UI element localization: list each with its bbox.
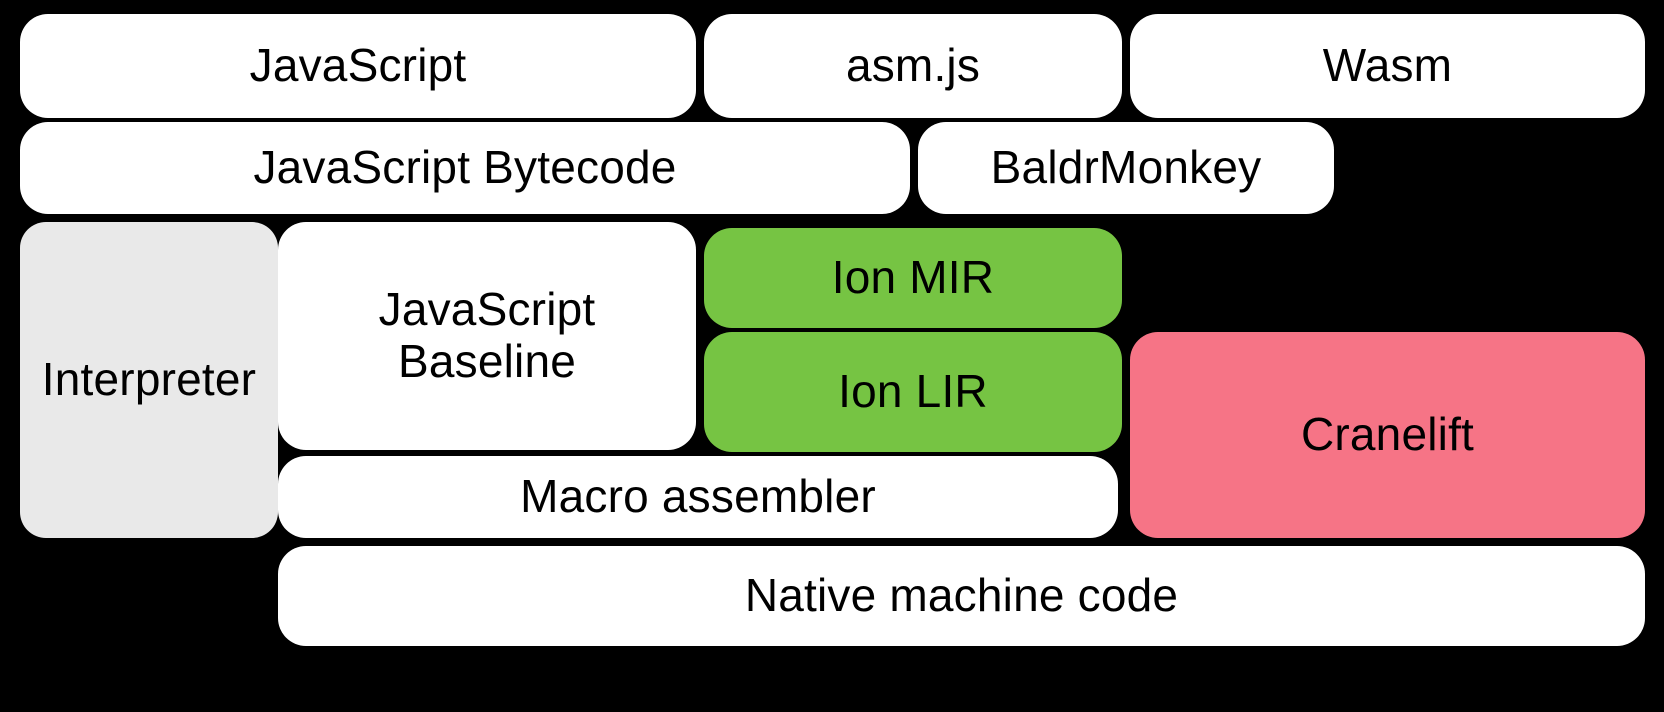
node-interpreter[interactable]: Interpreter	[20, 222, 278, 538]
node-ion-mir[interactable]: Ion MIR	[704, 228, 1122, 328]
node-ion-lir[interactable]: Ion LIR	[704, 332, 1122, 452]
node-javascript[interactable]: JavaScript	[20, 14, 696, 118]
node-asm-js[interactable]: asm.js	[704, 14, 1122, 118]
node-baldrmonkey[interactable]: BaldrMonkey	[918, 122, 1334, 214]
node-wasm[interactable]: Wasm	[1130, 14, 1645, 118]
node-cranelift[interactable]: Cranelift	[1130, 332, 1645, 538]
node-javascript-baseline[interactable]: JavaScript Baseline	[278, 222, 696, 450]
node-native-machine-code[interactable]: Native machine code	[278, 546, 1645, 646]
node-javascript-bytecode[interactable]: JavaScript Bytecode	[20, 122, 910, 214]
node-macro-assembler[interactable]: Macro assembler	[278, 456, 1118, 538]
